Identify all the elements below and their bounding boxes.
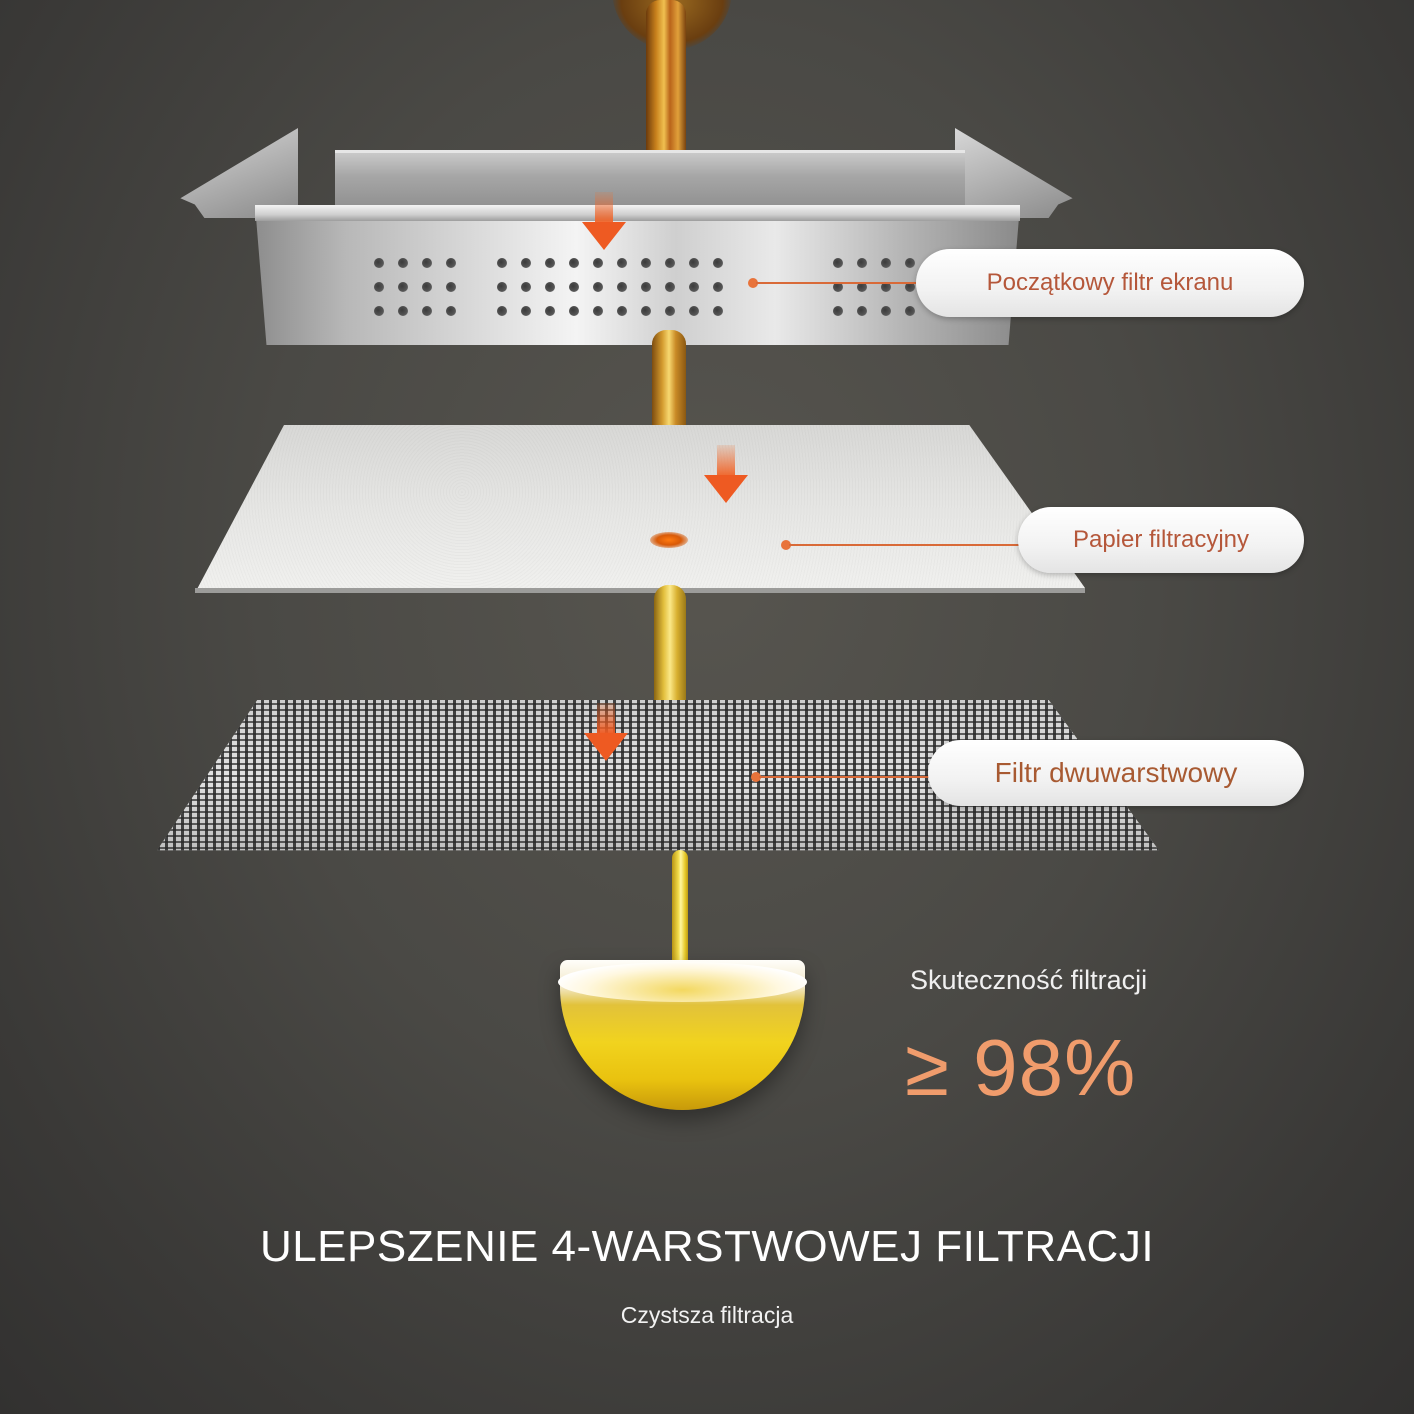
callout-filter-paper: Papier filtracyjny <box>1018 507 1304 573</box>
basket-holes-middle <box>497 258 737 316</box>
headline: ULEPSZENIE 4-WARSTWOWEJ FILTRACJI <box>259 1222 1155 1271</box>
down-arrow-icon <box>704 445 748 505</box>
oil-absorption-spot <box>650 532 688 548</box>
callout-double-layer-filter-label: Filtr dwuwarstwowy <box>994 757 1238 788</box>
callout-screen-filter-label: Początkowy filtr ekranu <box>986 269 1234 296</box>
oil-stream-clean <box>672 850 688 995</box>
callout-line-screen <box>756 282 918 284</box>
callout-line-mesh <box>759 776 931 778</box>
callout-double-layer-filter: Filtr dwuwarstwowy <box>928 740 1304 806</box>
subheadline: Czystsza filtracja <box>620 1302 794 1328</box>
callout-dot-screen <box>748 278 758 288</box>
basket-holes-right <box>833 258 929 316</box>
callout-filter-paper-label: Papier filtracyjny <box>1072 526 1250 553</box>
efficiency-label: Skuteczność filtracji <box>910 965 1148 995</box>
callout-dot-mesh <box>751 772 761 782</box>
down-arrow-icon <box>584 703 628 763</box>
basket-back-wall <box>335 150 965 211</box>
down-arrow-icon <box>582 192 626 252</box>
callout-line-paper <box>789 544 1021 546</box>
stainless-screen-basket <box>255 205 1020 345</box>
basket-holes-left <box>374 258 470 316</box>
basket-rim <box>255 205 1020 221</box>
oil-stream-lower <box>654 585 686 720</box>
callout-dot-paper <box>781 540 791 550</box>
efficiency-value: ≥ 98% <box>905 1023 1137 1112</box>
glass-bowl-rim <box>558 962 807 1002</box>
filter-paper-edge <box>195 588 1085 593</box>
callout-screen-filter: Początkowy filtr ekranu <box>916 249 1304 317</box>
filter-paper-sheet <box>195 425 1085 593</box>
